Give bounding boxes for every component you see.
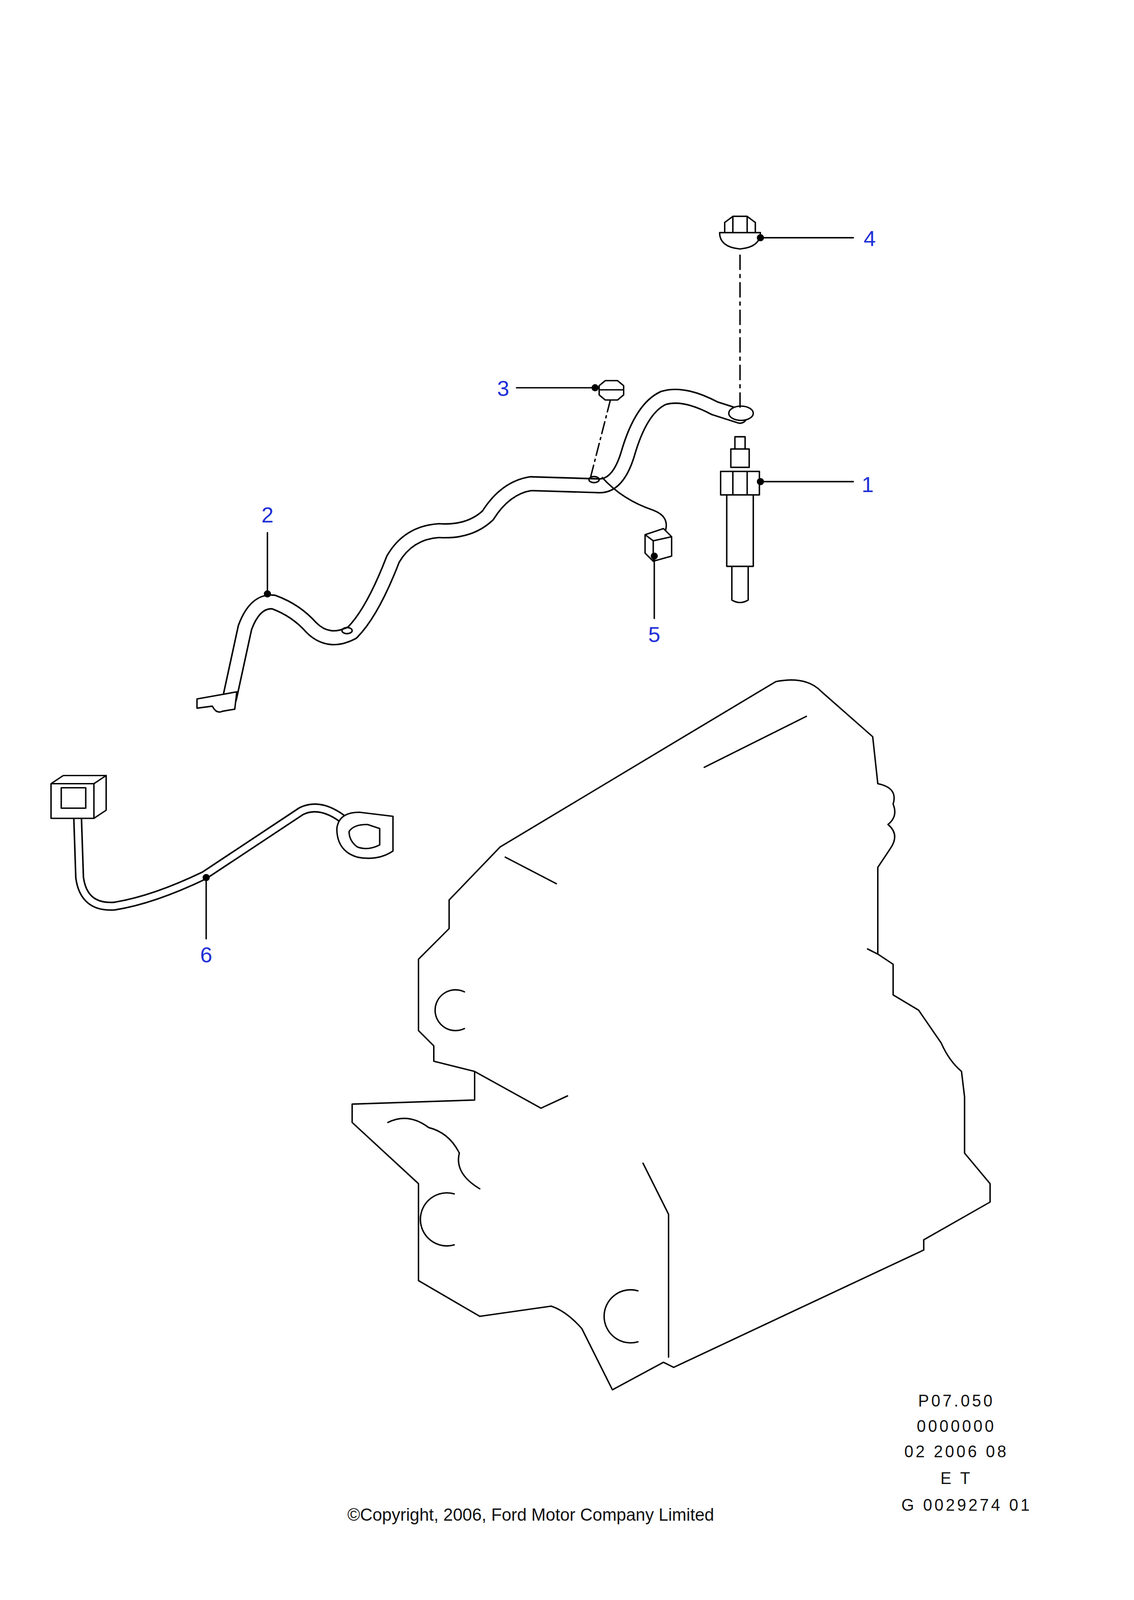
engine-bore [420,1192,455,1246]
engine-outline [352,680,990,1390]
drawing-code: 02 2006 08 [904,1442,1009,1462]
glow-plug-busbar [229,396,740,699]
busbar-fork [197,691,237,713]
sensor-wire [602,477,666,531]
connector-5 [645,528,672,561]
drawing-code: 0000000 [916,1417,996,1436]
busbar-eye [728,405,754,421]
wiring-harness [77,807,348,907]
harness-connector [51,775,107,819]
callout-number: 4 [863,226,876,251]
callout-number: 1 [861,472,874,497]
glow-plug-busbar [229,396,740,699]
wiring-harness [77,807,348,907]
engine-bore [434,989,465,1031]
flange-nut-3 [598,380,624,401]
drawing-code: E T [940,1469,973,1488]
leader-lines [202,234,854,939]
callout-number: 5 [648,622,661,647]
busbar-hole [342,627,353,634]
flange-nut-4 [719,216,761,249]
copyright-note: ©Copyright, 2006, Ford Motor Company Lim… [347,1505,715,1525]
harness-grommet [336,812,393,859]
callout-number: 6 [200,942,213,967]
drawing-code: G 0029274 01 [901,1495,1032,1515]
engine-detail [387,716,878,1357]
axis-line [739,255,741,409]
callout-number: 3 [497,376,510,401]
engine-bore [603,1289,638,1343]
drawing-code: P07.050 [917,1391,995,1410]
callout-number: 2 [261,503,274,528]
glow-plug [720,436,760,603]
axis-line [589,400,611,480]
